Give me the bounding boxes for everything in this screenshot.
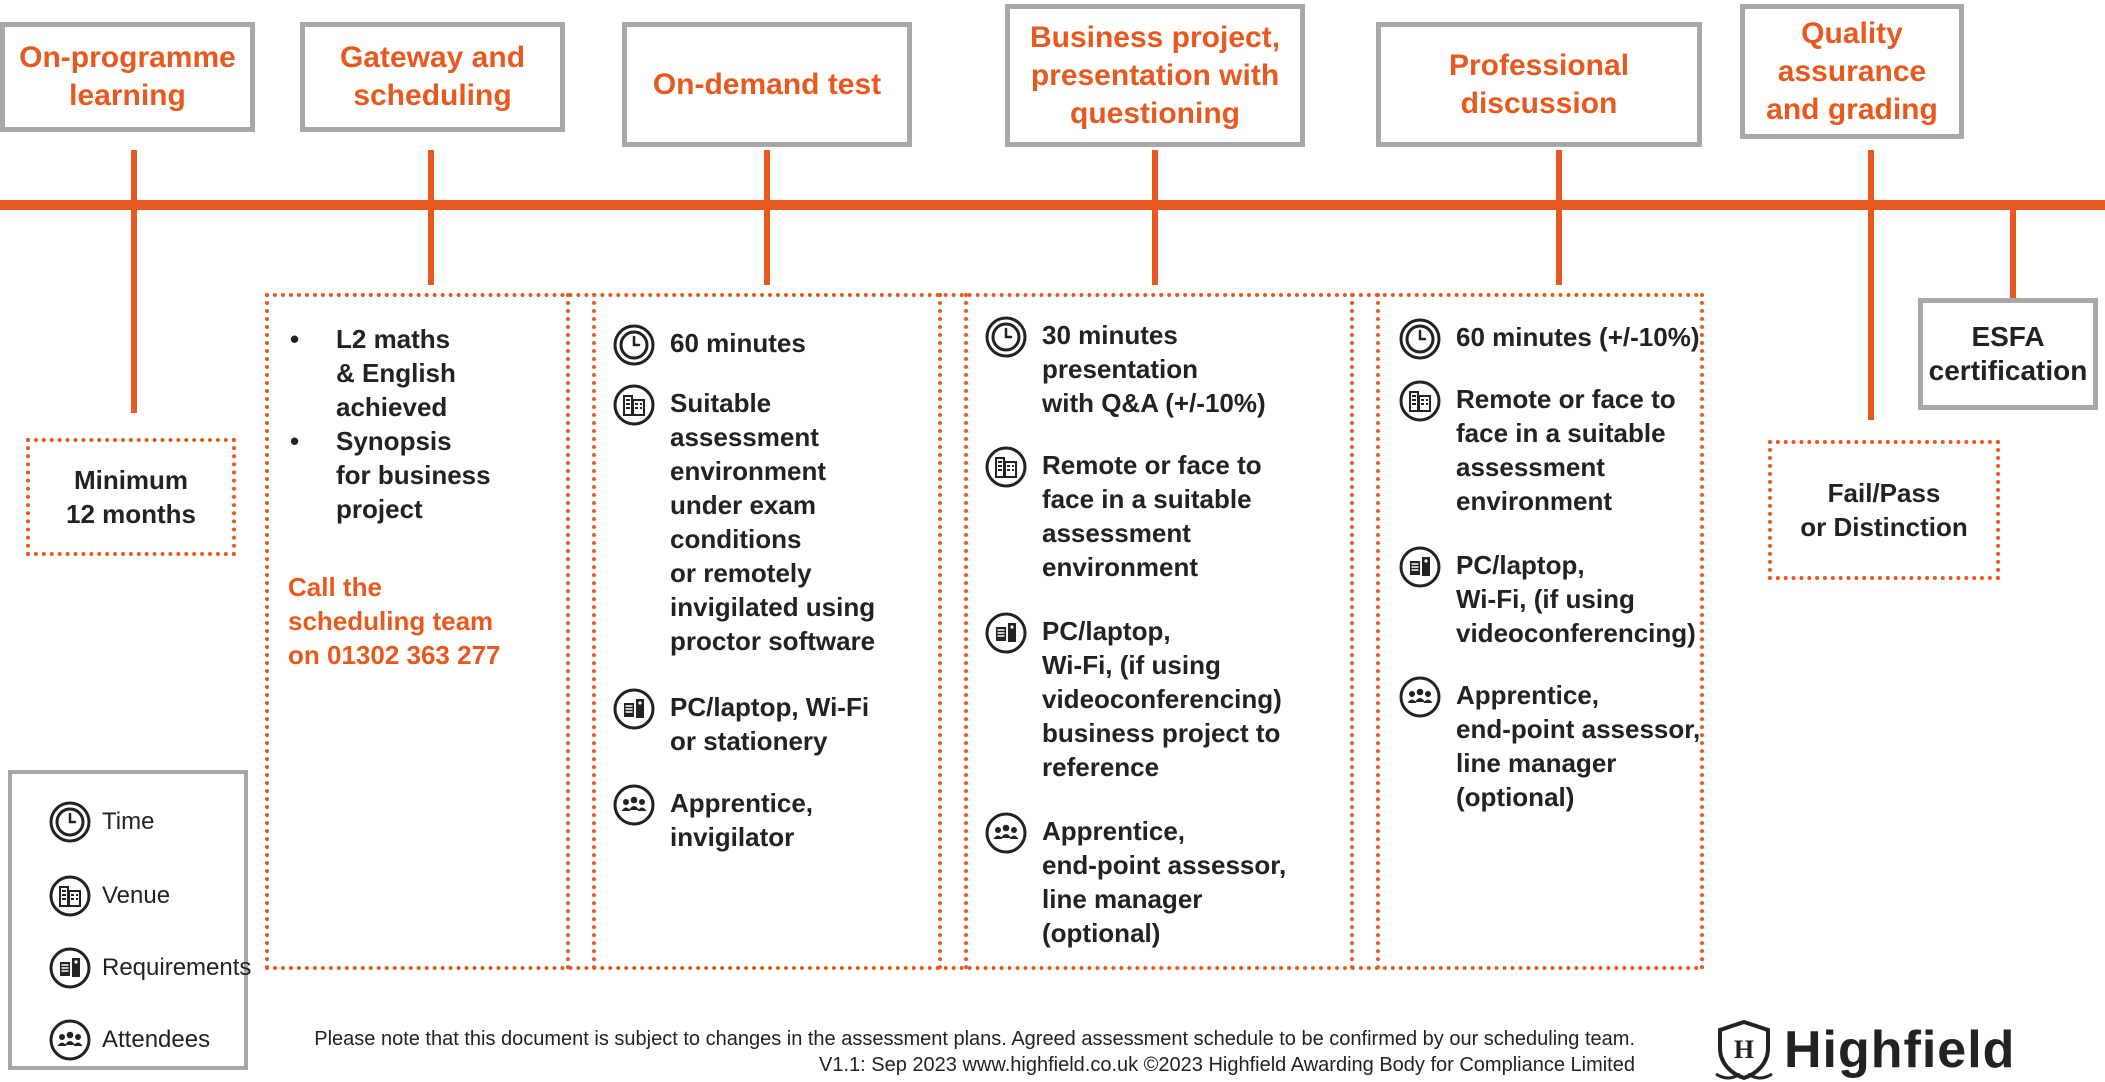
- attendees-icon: [984, 811, 1028, 855]
- stage-professional-discussion: Professional discussion: [1376, 22, 1702, 147]
- business-requirements-row: PC/laptop, Wi-Fi, (if using videoconfere…: [984, 614, 1282, 784]
- on-demand-attendees-row: Apprentice, invigilator: [612, 786, 813, 854]
- attendees-icon: [48, 1018, 92, 1062]
- connector-quality-assurance: [1868, 150, 1874, 420]
- connector-esfa: [2010, 205, 2016, 300]
- requirements-icon: [612, 687, 656, 731]
- stage-gateway-scheduling: Gateway and scheduling: [300, 22, 565, 132]
- panel-divider-1: [566, 293, 570, 970]
- clock-icon: [1398, 317, 1442, 361]
- timeline-bar: [0, 200, 2105, 210]
- panel-divider-5: [1350, 293, 1354, 970]
- business-venue-row: Remote or face to face in a suitable ass…: [984, 448, 1262, 584]
- on-demand-requirements: PC/laptop, Wi-Fi or stationery: [670, 692, 870, 756]
- discussion-requirements-row: PC/laptop, Wi-Fi, (if using videoconfere…: [1398, 548, 1696, 650]
- gateway-requirements-list: L2 maths & English achieved Synopsis for…: [276, 322, 556, 526]
- gateway-bullet-synopsis: Synopsis for business project: [276, 424, 556, 526]
- on-programme-duration-box: Minimum 12 months: [26, 438, 236, 556]
- discussion-attendees-row: Apprentice, end-point assessor, line man…: [1398, 678, 1700, 814]
- panel-divider-6: [1376, 293, 1380, 970]
- connector-gateway: [428, 150, 434, 285]
- business-requirements: PC/laptop, Wi-Fi, (if using videoconfere…: [1042, 616, 1282, 782]
- panel-top-border: [265, 293, 1700, 297]
- discussion-venue: Remote or face to face in a suitable ass…: [1456, 384, 1676, 516]
- on-demand-venue: Suitable assessment environment under ex…: [670, 388, 876, 656]
- legend: Time Venue Requirements Attendees: [8, 770, 251, 1070]
- panel-bottom-border: [265, 966, 1700, 970]
- legend-label-time: Time: [102, 808, 155, 835]
- legend-label-attendees: Attendees: [102, 1026, 211, 1053]
- building-icon: [984, 445, 1028, 489]
- business-attendees: Apprentice, end-point assessor, line man…: [1042, 816, 1287, 948]
- discussion-time: 60 minutes (+/-10%): [1456, 322, 1700, 352]
- legend-item-time: Time: [48, 800, 154, 844]
- grading-outcome-box: Fail/Pass or Distinction: [1768, 440, 2000, 580]
- clock-icon: [612, 323, 656, 367]
- highfield-logo: Highfield: [1712, 1018, 2015, 1082]
- attendees-icon: [1398, 675, 1442, 719]
- attendees-icon: [612, 783, 656, 827]
- clock-icon: [984, 315, 1028, 359]
- panel-left-border: [265, 293, 269, 970]
- business-time-row: 30 minutes presentation with Q&A (+/-10%…: [984, 318, 1266, 420]
- requirements-icon: [48, 946, 92, 990]
- legend-item-requirements: Requirements: [48, 946, 251, 990]
- business-time: 30 minutes presentation with Q&A (+/-10%…: [1042, 320, 1266, 418]
- panel-right-border: [1700, 293, 1704, 970]
- building-icon: [1398, 379, 1442, 423]
- on-demand-attendees: Apprentice, invigilator: [670, 788, 814, 852]
- stage-on-demand-test: On-demand test: [622, 22, 912, 147]
- on-demand-time: 60 minutes: [670, 328, 806, 358]
- business-venue: Remote or face to face in a suitable ass…: [1042, 450, 1262, 582]
- building-icon: [48, 874, 92, 918]
- on-demand-time-row: 60 minutes: [612, 326, 806, 367]
- stage-quality-assurance: Quality assurance and grading: [1740, 4, 1964, 139]
- on-demand-venue-row: Suitable assessment environment under ex…: [612, 386, 875, 658]
- business-attendees-row: Apprentice, end-point assessor, line man…: [984, 814, 1286, 950]
- legend-label-venue: Venue: [102, 882, 171, 909]
- discussion-venue-row: Remote or face to face in a suitable ass…: [1398, 382, 1676, 518]
- building-icon: [612, 383, 656, 427]
- footer-version: V1.1: Sep 2023 www.highfield.co.uk ©2023…: [819, 1054, 1635, 1076]
- clock-icon: [48, 800, 92, 844]
- esfa-certification-box: ESFA certification: [1918, 298, 2098, 410]
- discussion-requirements: PC/laptop, Wi-Fi, (if using videoconfere…: [1456, 550, 1696, 648]
- connector-professional-discussion: [1556, 150, 1562, 285]
- footer-disclaimer: Please note that this document is subjec…: [314, 1028, 1635, 1050]
- highfield-logo-text: Highfield: [1784, 1021, 2016, 1079]
- connector-on-programme: [131, 150, 137, 413]
- gateway-bullet-maths-english: L2 maths & English achieved: [276, 322, 556, 424]
- discussion-attendees: Apprentice, end-point assessor, line man…: [1456, 680, 1701, 812]
- panel-divider-3: [938, 293, 942, 970]
- legend-label-requirements: Requirements: [102, 954, 252, 981]
- discussion-time-row: 60 minutes (+/-10%): [1398, 320, 1699, 361]
- legend-item-venue: Venue: [48, 874, 170, 918]
- stage-business-project: Business project, presentation with ques…: [1005, 4, 1305, 147]
- on-demand-requirements-row: PC/laptop, Wi-Fi or stationery: [612, 690, 869, 758]
- requirements-icon: [984, 611, 1028, 655]
- gateway-call-scheduling: Call the scheduling team on 01302 363 27…: [288, 572, 501, 670]
- requirements-icon: [1398, 545, 1442, 589]
- highfield-shield-icon: [1712, 1018, 1776, 1082]
- connector-business-project: [1152, 150, 1158, 285]
- connector-on-demand: [764, 150, 770, 285]
- legend-item-attendees: Attendees: [48, 1018, 210, 1062]
- panel-divider-4: [964, 293, 968, 970]
- panel-divider-2: [592, 293, 596, 970]
- stage-on-programme-learning: On-programme learning: [0, 22, 255, 132]
